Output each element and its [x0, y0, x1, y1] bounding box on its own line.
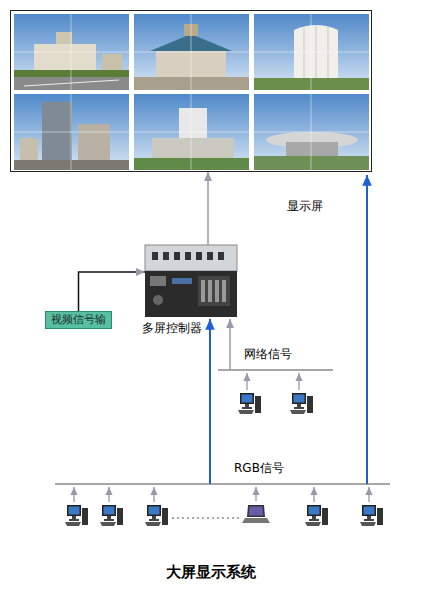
illustration-part: [198, 276, 230, 306]
illustration-part: [246, 373, 247, 390]
illustration-part: [360, 505, 383, 526]
illustration-part: [242, 505, 270, 523]
signal-label: 网络信号: [243, 347, 293, 361]
video-input-box: 视频信号输: [45, 311, 112, 329]
illustration-part: [20, 138, 38, 160]
illustration-part: [42, 102, 72, 160]
illustration-part: [313, 487, 314, 502]
illustration-part: [215, 280, 219, 302]
illustration-part: [55, 483, 390, 485]
illustration-part: [207, 252, 213, 260]
illustration-part: [14, 160, 129, 170]
illustration-part: [255, 487, 256, 501]
illustration-part: [172, 517, 240, 519]
node-label: 多屏控制器: [141, 321, 203, 335]
illustration-part: [316, 25, 317, 78]
illustration-part: [152, 252, 158, 260]
illustration-part: [24, 80, 119, 86]
illustration-part: [298, 373, 299, 390]
illustration-part: [145, 245, 237, 271]
illustration-part: [368, 487, 369, 502]
illustration-part: [152, 138, 234, 158]
illustration-part: [328, 27, 329, 78]
illustration-part: [185, 252, 191, 260]
illustration-part: [294, 25, 338, 78]
illustration-part: [134, 77, 249, 90]
illustration-part: [14, 14, 369, 170]
illustration-part: [172, 278, 192, 284]
display-wall-photos: [10, 10, 372, 172]
illustration-part: [238, 393, 261, 414]
illustration-part: [174, 252, 180, 260]
illustration-part: [145, 271, 237, 317]
illustration-part: [218, 369, 333, 371]
illustration-part: [14, 70, 129, 77]
illustration-part: [254, 156, 369, 170]
figure-caption: 大屏显示系统: [0, 563, 421, 581]
illustration-part: [10, 10, 372, 172]
illustration-part: [153, 295, 163, 305]
illustration-part: [14, 52, 369, 53]
illustration-part: [201, 280, 205, 302]
illustration-part: [71, 14, 72, 170]
illustration-part: [14, 77, 129, 90]
illustration-part: [152, 252, 224, 260]
illustration-part: [100, 505, 123, 526]
signal-label: RGB信号: [233, 461, 285, 475]
illustration-part: [222, 280, 226, 302]
illustration-part: [163, 252, 169, 260]
illustration-part: [290, 393, 313, 414]
illustration-part: [209, 319, 211, 484]
illustration-part: [254, 78, 369, 90]
illustration-part: [74, 487, 369, 502]
illustration-part: [134, 158, 249, 170]
illustration-part: [73, 487, 74, 502]
illustration-part: [286, 142, 338, 156]
illustration-part: [65, 505, 88, 526]
signal-arrow: [79, 272, 146, 311]
illustration-part: [196, 252, 202, 260]
display-screen: 显示屏: [10, 10, 372, 172]
illustration-part: [201, 280, 226, 302]
illustration-part: [366, 175, 368, 484]
illustration-part: [218, 252, 224, 260]
network-bus: [218, 319, 333, 414]
illustration-part: [150, 276, 166, 286]
illustration-part: [229, 319, 231, 370]
node-label: 显示屏: [286, 199, 324, 213]
multi-screen-controller: 多屏控制器: [145, 245, 237, 317]
illustration-part: [14, 132, 369, 133]
illustration-part: [153, 487, 154, 502]
node-label: 视频信号输: [51, 313, 106, 326]
illustration-part: [108, 487, 109, 502]
controller-device: [145, 245, 237, 317]
rgb-bus: [55, 175, 390, 526]
illustration-part: [145, 505, 168, 526]
illustration-part: [78, 124, 110, 160]
illustration-part: [304, 28, 305, 78]
illustration-part: [311, 14, 312, 170]
signal-arrow: [207, 172, 209, 245]
illustration-part: [208, 280, 212, 302]
illustration-part: [56, 32, 72, 44]
illustration-part: [305, 505, 328, 526]
illustration-part: [191, 14, 192, 170]
